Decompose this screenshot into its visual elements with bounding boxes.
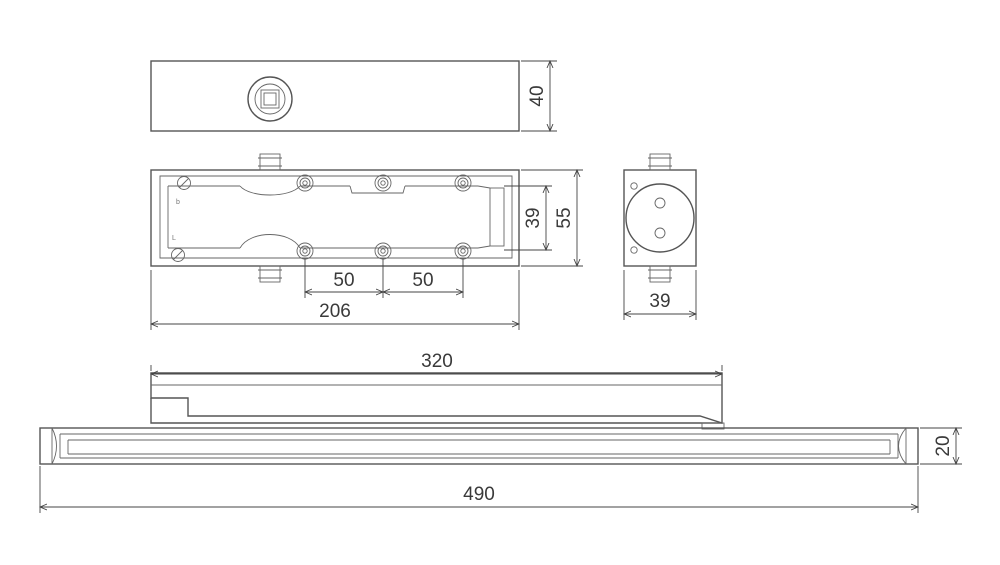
dim-label-spacing-2: 50 (412, 270, 433, 291)
svg-text:b: b (176, 199, 180, 206)
dim-label-inner-height: 39 (523, 207, 544, 228)
screw-end-lower (171, 248, 185, 262)
spindle-bottom (258, 265, 282, 283)
spindle-top (258, 153, 282, 171)
hole-top-2 (374, 174, 392, 192)
dim-label-arm-length: 320 (421, 351, 453, 372)
side-view (623, 153, 697, 283)
dim-arm-length: 320 (151, 351, 722, 374)
hole-top-1 (296, 174, 314, 192)
dim-label-body-length: 206 (319, 301, 351, 322)
dim-label-top-height: 40 (527, 85, 548, 106)
dim-side-width: 39 (624, 270, 696, 320)
dim-rail-length: 490 (40, 466, 918, 513)
dim-body-inner-height: 39 (504, 186, 552, 250)
top-view (150, 60, 520, 132)
hole-bottom-2 (374, 242, 392, 260)
svg-text:L: L (172, 235, 176, 242)
dim-label-side-width: 39 (649, 291, 670, 312)
hole-bottom-3 (454, 242, 472, 260)
dim-body-length: 206 (151, 270, 519, 330)
dim-rail-height: 20 (920, 428, 962, 464)
hole-top-3 (454, 174, 472, 192)
dim-label-spacing-1: 50 (333, 270, 354, 291)
dim-hole-spacing: 50 50 (305, 259, 463, 298)
dim-label-outer-height: 55 (554, 207, 575, 228)
arm-view (150, 372, 725, 430)
screw-end-upper (177, 176, 191, 190)
dim-label-rail-height: 20 (933, 435, 954, 456)
dim-label-rail-length: 490 (463, 484, 495, 505)
dim-top-height: 40 (521, 61, 557, 131)
hole-bottom-1 (296, 242, 314, 260)
body-front-view: b L (150, 153, 520, 283)
dim-body-outer-height: 55 (521, 170, 583, 266)
rail-view (39, 427, 919, 465)
